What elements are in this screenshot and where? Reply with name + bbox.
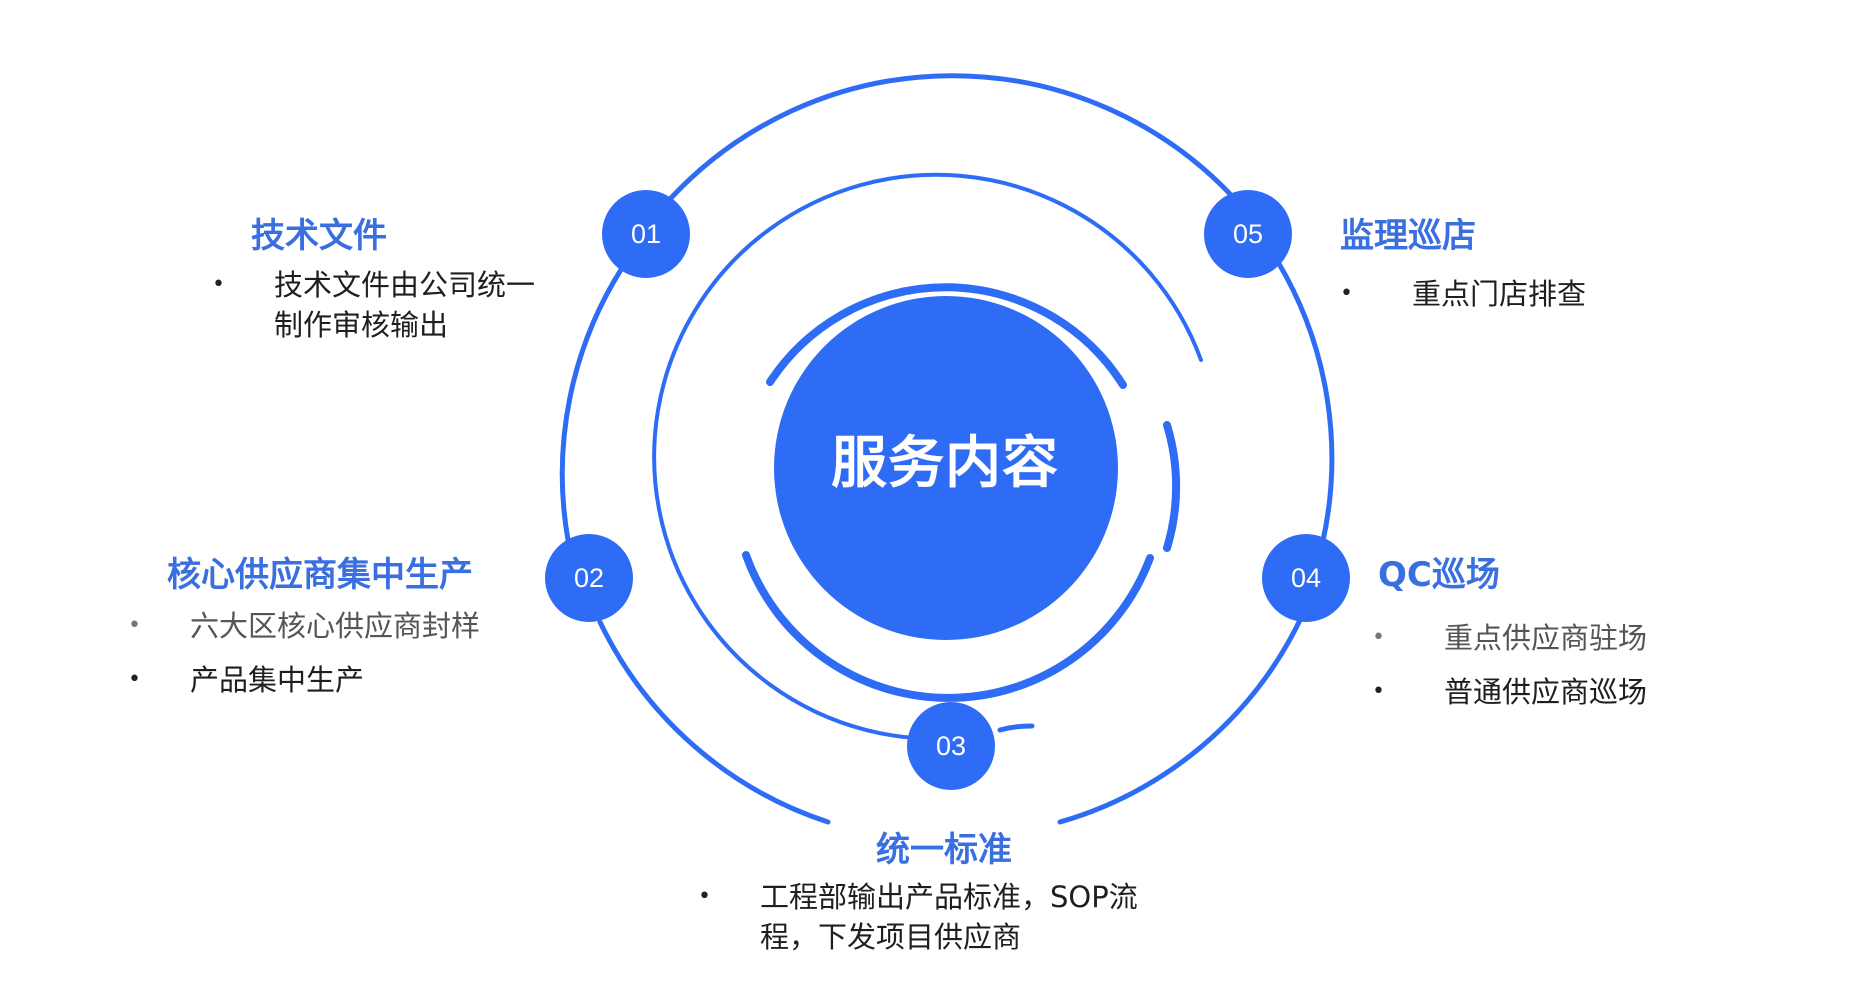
inner-arc-top	[766, 283, 1127, 389]
outer-ring-lower-right-arc	[1057, 617, 1303, 825]
list-item: • 重点门店排查	[1340, 274, 1740, 314]
center-circle	[774, 296, 1118, 640]
list-item: • 普通供应商巡场	[1372, 672, 1772, 712]
bullet-icon: •	[1340, 281, 1353, 306]
bullet-icon: •	[128, 667, 141, 692]
section-list-qc-inspection: • 重点供应商驻场 • 普通供应商巡场	[1372, 618, 1772, 726]
section-list-store-supervision: • 重点门店排查	[1340, 274, 1740, 328]
list-item: • 重点供应商驻场	[1372, 618, 1772, 658]
node-03: 03	[907, 702, 995, 790]
bullet-icon: •	[1372, 679, 1385, 704]
outer-ring-right-arc	[1275, 259, 1335, 548]
center-title: 服务内容	[831, 431, 1059, 496]
node-05: 05	[1204, 190, 1292, 278]
list-item: • 产品集中生产	[128, 660, 548, 700]
list-item: • 工程部输出产品标准，SOP流程，下发项目供应商	[698, 877, 1178, 957]
inner-arc-right	[1163, 421, 1181, 552]
section-list-tech-files: • 技术文件由公司统一制作审核输出	[212, 265, 542, 359]
node-02: 02	[545, 534, 633, 622]
section-title-unified-standard: 统一标准	[876, 830, 1012, 870]
outer-ring-lower-left-arc	[597, 619, 831, 825]
node-04: 04	[1262, 534, 1350, 622]
middle-ring-arc	[652, 172, 1203, 741]
bottom-tail-arc	[997, 723, 1035, 733]
bullet-icon: •	[698, 884, 711, 909]
outer-ring-left-arc	[559, 265, 625, 543]
list-item: • 技术文件由公司统一制作审核输出	[212, 265, 542, 345]
section-title-core-suppliers: 核心供应商集中生产	[167, 555, 473, 595]
section-title-tech-files: 技术文件	[251, 216, 387, 256]
section-list-unified-standard: • 工程部输出产品标准，SOP流程，下发项目供应商	[698, 877, 1178, 971]
section-title-qc-inspection: QC巡场	[1378, 555, 1500, 595]
node-01: 01	[602, 190, 690, 278]
section-list-core-suppliers: • 六大区核心供应商封样 • 产品集中生产	[128, 606, 548, 714]
outer-ring-top-arc	[668, 73, 1235, 201]
bullet-icon: •	[128, 613, 141, 638]
inner-arc-bottom	[742, 551, 1154, 702]
list-item: • 六大区核心供应商封样	[128, 606, 548, 646]
bullet-icon: •	[212, 272, 225, 297]
bullet-icon: •	[1372, 625, 1385, 650]
section-title-store-supervision: 监理巡店	[1340, 216, 1476, 256]
